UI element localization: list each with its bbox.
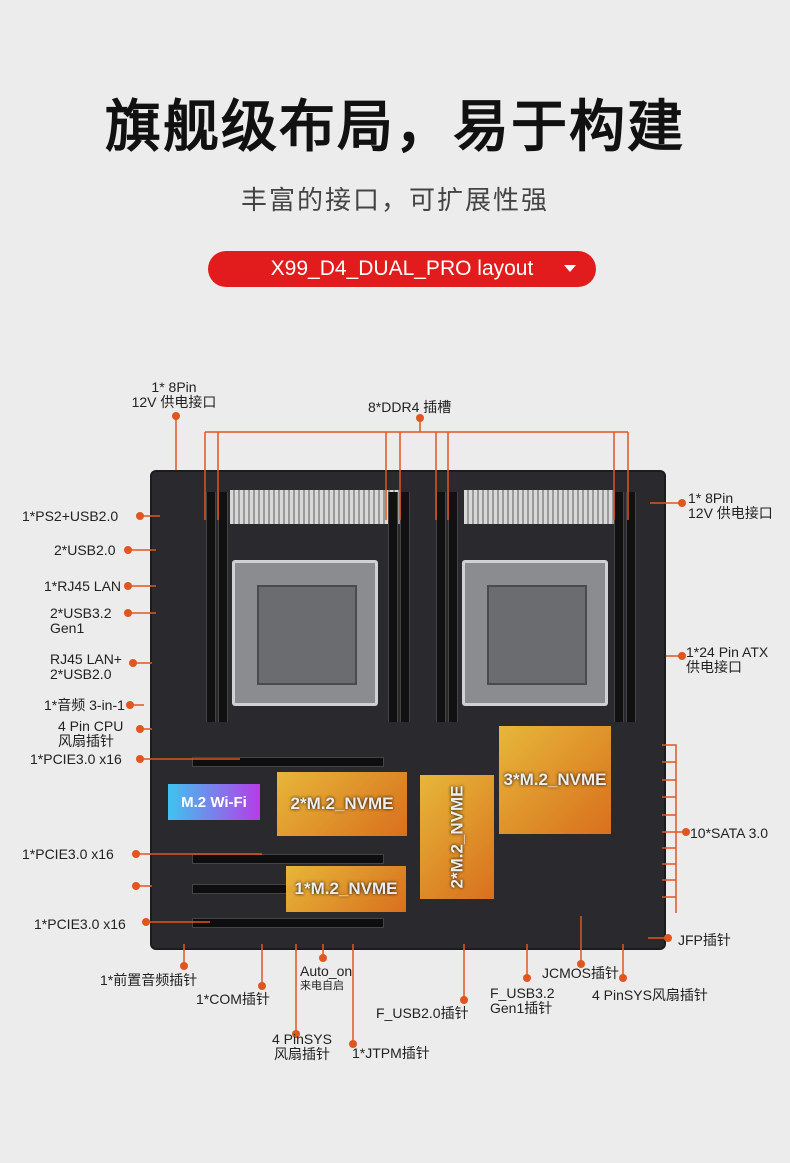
pcie-slot <box>192 757 384 767</box>
m2-nvme-slot-1: 1*M.2_NVME <box>286 866 406 912</box>
m2-wifi-slot: M.2 Wi-Fi <box>168 784 260 820</box>
label-line: 来电自启 <box>300 980 344 992</box>
marker-dot <box>136 725 144 733</box>
label-line: 1* 8Pin <box>688 490 734 506</box>
label-f-usb32: F_USB3.2 Gen1插针 <box>490 986 555 1016</box>
label-auto-on: Auto_on 来电自启 <box>300 964 352 994</box>
dimm-slot <box>436 492 446 722</box>
cpu-socket-right <box>462 560 608 706</box>
dimm-slot <box>400 492 410 722</box>
layout-dropdown-label: X99_D4_DUAL_PRO layout <box>270 257 534 280</box>
marker-dot <box>132 850 140 858</box>
label-pcie-2: 1*PCIE3.0 x16 <box>22 846 114 862</box>
dimm-slot <box>626 492 636 722</box>
marker-dot <box>124 582 132 590</box>
dimm-slot <box>388 492 398 722</box>
marker-dot <box>258 982 266 990</box>
marker-dot <box>460 996 468 1004</box>
label-line: 1*24 Pin ATX <box>686 644 769 660</box>
marker-dot <box>416 414 424 422</box>
label-usb20: 2*USB2.0 <box>54 542 116 558</box>
marker-dot <box>132 882 140 890</box>
label-jfp: JFP插针 <box>678 932 731 948</box>
label-rj45: 1*RJ45 LAN <box>44 578 122 594</box>
vrm-heatsink-right <box>464 490 614 524</box>
label-audio: 1*音频 3-in-1 <box>44 697 125 713</box>
dimm-slot <box>206 492 216 722</box>
marker-dot <box>180 962 188 970</box>
label-ps2-usb: 1*PS2+USB2.0 <box>22 508 119 524</box>
label-8pin-top: 1* 8Pin 12V 供电接口 <box>114 380 234 410</box>
marker-dot <box>319 954 327 962</box>
marker-dot <box>664 934 672 942</box>
label-jtpm: 1*JTPM插针 <box>352 1045 430 1061</box>
label-line: 12V 供电接口 <box>688 505 773 521</box>
marker-dot <box>523 974 531 982</box>
marker-dot <box>126 701 134 709</box>
marker-dot <box>678 652 686 660</box>
marker-dot <box>619 974 627 982</box>
marker-dot <box>124 609 132 617</box>
label-pcie-3: 1*PCIE3.0 x16 <box>34 916 126 932</box>
dimm-slot <box>448 492 458 722</box>
chevron-down-icon <box>564 265 576 272</box>
label-usb32: 2*USB3.2 Gen1 <box>50 606 111 636</box>
dimm-slot <box>218 492 228 722</box>
label-pcie-1: 1*PCIE3.0 x16 <box>30 751 122 767</box>
motherboard-image <box>152 472 664 948</box>
vrm-heatsink-left <box>230 490 400 524</box>
label-sata: 10*SATA 3.0 <box>690 825 769 841</box>
page-subtitle: 丰富的接口，可扩展性强 <box>240 186 549 216</box>
marker-dot <box>678 499 686 507</box>
label-f-usb20: F_USB2.0插针 <box>376 1005 469 1021</box>
label-line: 1* 8Pin <box>151 379 197 395</box>
cpu-socket-left <box>232 560 378 706</box>
pcie-slot <box>192 918 384 928</box>
label-line: RJ45 LAN+ <box>50 651 122 667</box>
label-line: 2*USB3.2 <box>50 605 112 621</box>
marker-dot <box>142 918 150 926</box>
label-rj45-usb: RJ45 LAN+ 2*USB2.0 <box>50 652 122 682</box>
marker-dot <box>172 412 180 420</box>
label-sys-fan-right: 4 PinSYS风扇插针 <box>592 987 708 1003</box>
label-atx: 1*24 Pin ATX 供电接口 <box>686 645 768 675</box>
marker-dot <box>136 512 144 520</box>
pcie-slot <box>192 854 384 864</box>
label-line: 12V 供电接口 <box>131 394 217 410</box>
label-line: 2*USB2.0 <box>50 666 112 682</box>
label-line: 风扇插针 <box>273 1046 330 1062</box>
label-line: F_USB3.2 <box>490 985 555 1001</box>
label-line: 供电接口 <box>686 659 742 675</box>
marker-dot <box>292 1030 300 1038</box>
label-sys-fan-left: 4 PinSYS 风扇插针 <box>272 1032 332 1062</box>
marker-dot <box>129 659 137 667</box>
label-line: Gen1插针 <box>490 1000 553 1016</box>
marker-dot <box>136 755 144 763</box>
label-line: Auto_on <box>300 963 353 979</box>
label-cpu-fan: 4 Pin CPU 风扇插针 <box>58 719 123 749</box>
layout-dropdown-button[interactable]: X99_D4_DUAL_PRO layout <box>208 251 596 287</box>
page-title: 旗舰级布局，易于构建 <box>105 95 685 160</box>
label-com: 1*COM插针 <box>196 991 270 1007</box>
m2-nvme-slot-2-left: 2*M.2_NVME <box>277 772 407 836</box>
label-ddr4: 8*DDR4 插槽 <box>368 399 452 415</box>
marker-dot <box>682 828 690 836</box>
label-line: Gen1 <box>50 620 85 636</box>
label-8pin-right: 1* 8Pin 12V 供电接口 <box>688 491 773 521</box>
dimm-slot <box>614 492 624 722</box>
marker-dot <box>577 960 585 968</box>
label-line: 风扇插针 <box>58 733 114 749</box>
m2-nvme-slot-3: 3*M.2_NVME <box>499 726 611 834</box>
marker-dot <box>124 546 132 554</box>
label-jcmos: JCMOS插针 <box>542 965 619 981</box>
marker-dot <box>349 1040 357 1048</box>
m2-nvme-slot-2-vertical: 2*M.2_NVME <box>420 775 494 899</box>
label-line: 4 PinSYS <box>272 1031 332 1047</box>
label-front-audio: 1*前置音频插针 <box>100 972 198 988</box>
label-line: 4 Pin CPU <box>58 718 124 734</box>
